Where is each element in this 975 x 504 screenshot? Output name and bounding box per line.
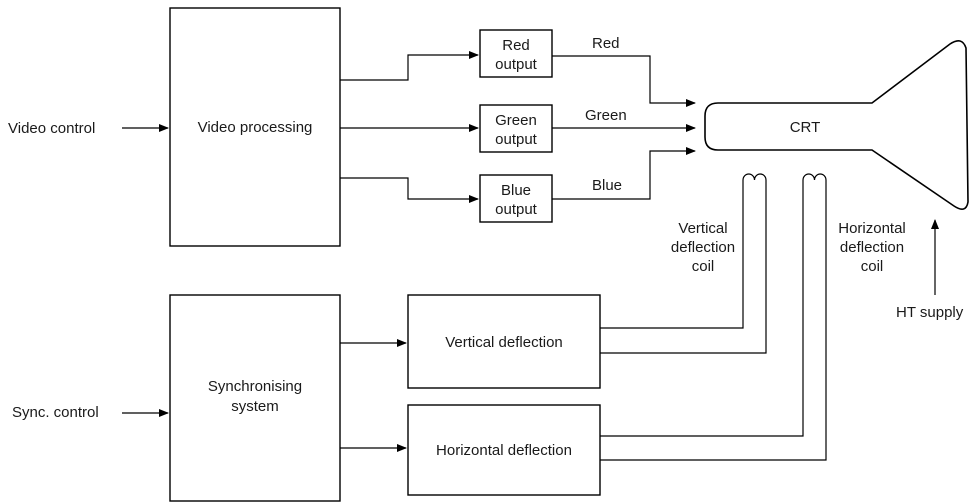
green-output-block <box>479 104 553 153</box>
red-output-label-line1: Red <box>502 37 530 54</box>
vertical-coil-label-line2: deflection <box>671 239 735 256</box>
crt-label: CRT <box>790 119 821 136</box>
blue-signal-label: Blue <box>592 177 622 194</box>
blue-output-label-line2: output <box>495 201 538 218</box>
video-processing-label: Video processing <box>198 119 313 136</box>
vertical-coil-symbol <box>742 173 767 181</box>
vertical-coil-wire-b <box>600 180 767 354</box>
horizontal-coil-wire-a <box>600 180 804 437</box>
horizontal-deflection-block <box>407 404 601 496</box>
red-output-block <box>479 29 553 78</box>
horizontal-deflection-label: Horizontal deflection <box>436 442 572 459</box>
green-output-label-line1: Green <box>495 112 537 129</box>
green-signal-label: Green <box>585 107 627 124</box>
horizontal-coil-label-line2: deflection <box>840 239 904 256</box>
horizontal-coil-symbol <box>802 173 827 181</box>
horizontal-coil-label-line3: coil <box>861 258 884 275</box>
green-output-label-line2: output <box>495 131 538 148</box>
vertical-coil-wire-a <box>600 180 744 329</box>
vertical-coil-label-line1: Vertical <box>678 220 727 237</box>
vertical-coil-label-line3: coil <box>692 258 715 275</box>
vertical-deflection-block <box>407 294 601 389</box>
crt-tube-shape <box>704 40 969 210</box>
video-to-blue-arrow <box>340 177 479 203</box>
vertical-deflection-label: Vertical deflection <box>445 334 563 351</box>
blue-signal-arrow <box>552 147 696 200</box>
red-signal-arrow <box>552 55 696 107</box>
horizontal-coil-wire-b <box>600 180 827 461</box>
synchronising-system-label-line2: system <box>231 398 279 415</box>
ht-supply-label: HT supply <box>896 304 964 321</box>
blue-output-label-line1: Blue <box>501 182 531 199</box>
red-output-label-line2: output <box>495 56 538 73</box>
horizontal-coil-label-line1: Horizontal <box>838 220 906 237</box>
synchronising-system-block <box>169 294 341 502</box>
video-control-label: Video control <box>8 120 95 137</box>
synchronising-system-label-line1: Synchronising <box>208 378 302 395</box>
video-processing-block <box>169 7 341 247</box>
sync-control-label: Sync. control <box>12 404 99 421</box>
red-signal-label: Red <box>592 35 620 52</box>
video-to-red-arrow <box>340 51 479 81</box>
